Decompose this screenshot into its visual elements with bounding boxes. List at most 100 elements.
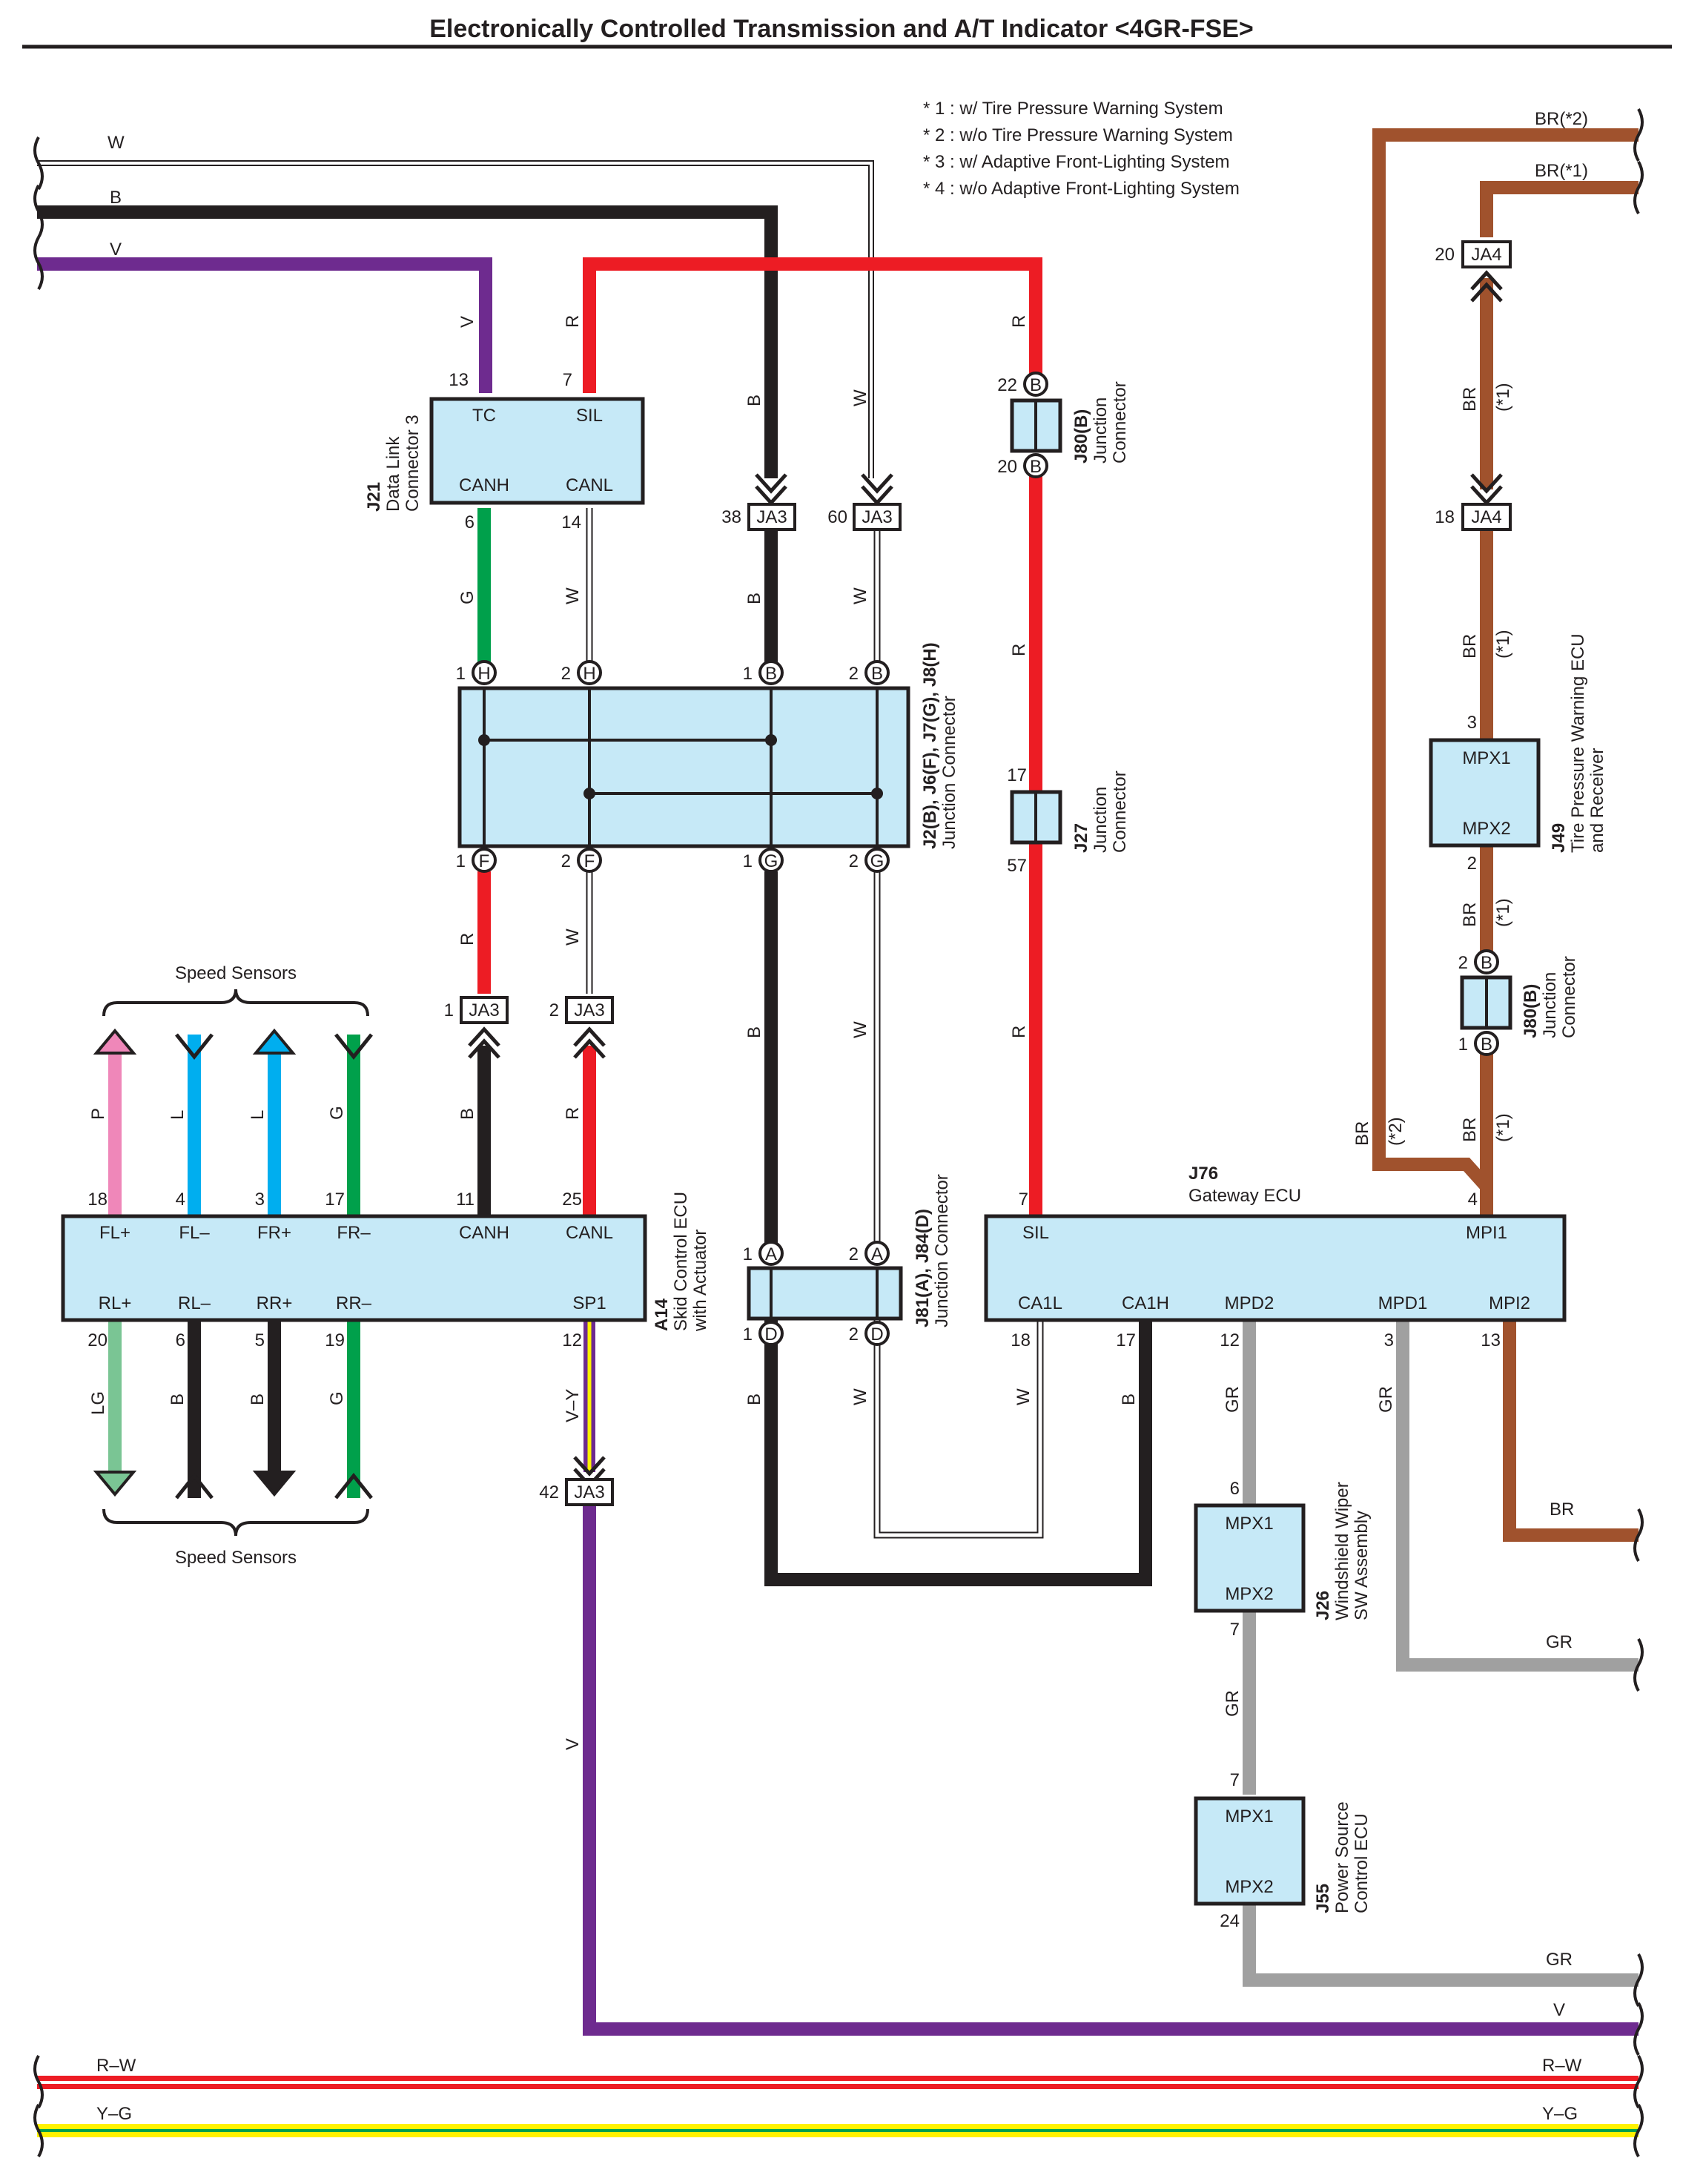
j76-pin-ca1h: CA1H bbox=[1122, 1293, 1169, 1313]
pin-num: 6 bbox=[465, 512, 475, 532]
jc-name: Junction Connector bbox=[939, 696, 959, 849]
pin-num: 20 bbox=[997, 457, 1017, 477]
pin-num: 6 bbox=[176, 1330, 185, 1350]
j80b-id: J80(B) bbox=[1521, 984, 1541, 1038]
pin-num: 17 bbox=[325, 1190, 345, 1210]
pin-num: 11 bbox=[456, 1190, 475, 1210]
pin-num: 2 bbox=[561, 851, 571, 871]
pin-num: 3 bbox=[255, 1190, 265, 1210]
a14-pin-canh: CANH bbox=[459, 1223, 509, 1243]
j21-id: J21 bbox=[364, 482, 384, 512]
jc-id: J2(B), J6(F), J7(G), J8(H) bbox=[920, 642, 940, 849]
label-br-mpi2: BR bbox=[1550, 1500, 1574, 1520]
pin-num: 38 bbox=[721, 507, 741, 527]
ja3-1-2: JA3 1 JA3 2 bbox=[444, 996, 614, 1059]
component-j80-bottom: B B 2 1 J80(B) Junction Connector bbox=[1458, 949, 1579, 1056]
pin-sil: SIL bbox=[576, 406, 603, 426]
component-j80-top: B B 22 20 J80(B) Junction Connector bbox=[997, 372, 1130, 478]
j49-name2: and Receiver bbox=[1587, 748, 1607, 853]
vlabel-v-bottom: V bbox=[563, 1738, 583, 1750]
j27-name1: Junction bbox=[1091, 787, 1111, 853]
pin-num: 1 bbox=[444, 1000, 454, 1020]
pin-num: 18 bbox=[1435, 507, 1455, 527]
pin-canh: CANH bbox=[459, 475, 509, 495]
j26-pin1: MPX1 bbox=[1225, 1514, 1273, 1534]
j27-name2: Connector bbox=[1110, 771, 1130, 853]
pin-num: 1 bbox=[743, 664, 753, 684]
note-3: * 3 : w/ Adaptive Front-Lighting System bbox=[923, 152, 1230, 172]
wire-b-top bbox=[37, 205, 778, 478]
wire-gr-mpd1 bbox=[1396, 1320, 1639, 1672]
label-b-top: B bbox=[110, 188, 122, 208]
pin-letter: D bbox=[764, 1324, 777, 1345]
j76-pin-mpd1: MPD1 bbox=[1378, 1293, 1428, 1313]
label-gr-mpd1: GR bbox=[1546, 1632, 1573, 1652]
component-j81: A A D D 1 2 1 2 J81(A), J84(D) Junction … bbox=[743, 1174, 952, 1346]
pin-num: 2 bbox=[849, 1244, 859, 1264]
pin-num: 14 bbox=[561, 512, 581, 532]
a14-pin-rr-plus: RR+ bbox=[257, 1293, 293, 1313]
vlabel-n2: (*2) bbox=[1386, 1117, 1406, 1146]
vlabel-lg: LG bbox=[88, 1391, 108, 1415]
vlabel-br-j76: BR bbox=[1460, 1118, 1480, 1142]
component-j49: MPX1 MPX2 3 2 J49 Tire Pressure Warning … bbox=[1429, 633, 1607, 874]
vlabel-r-f: R bbox=[457, 933, 477, 946]
component-j76: J76 Gateway ECU SIL MPI1 CA1L CA1H MPD2 … bbox=[984, 1164, 1567, 1350]
j80b-name2: Connector bbox=[1559, 956, 1579, 1038]
pin-num: 2 bbox=[849, 664, 859, 684]
wire-br-mpi2 bbox=[1503, 1320, 1639, 1542]
pin-num: 42 bbox=[539, 1482, 559, 1502]
a14-pin-rl-plus: RL+ bbox=[99, 1293, 132, 1313]
pin-letter: B bbox=[871, 664, 883, 684]
pin-num: 60 bbox=[827, 507, 847, 527]
vlabel-r-j27: R bbox=[1009, 644, 1029, 656]
pin-num: 25 bbox=[562, 1190, 582, 1210]
a14-pin-fr-minus: FR– bbox=[337, 1223, 371, 1243]
label-v-top: V bbox=[110, 240, 122, 260]
pin-letter: A bbox=[871, 1244, 883, 1264]
j55-name1: Power Source bbox=[1332, 1801, 1352, 1913]
ja3-label: JA3 bbox=[469, 1000, 499, 1020]
vlabel-l-1: L bbox=[168, 1110, 188, 1120]
label-v-bottom: V bbox=[1553, 2000, 1565, 2020]
vlabel-b-top: B bbox=[744, 395, 764, 406]
vlabel-r-a14: R bbox=[563, 1107, 583, 1120]
pin-num: 2 bbox=[549, 1000, 559, 1020]
a14-pin-canl: CANL bbox=[566, 1223, 613, 1243]
wire-v-bottom bbox=[583, 1505, 1639, 2036]
pin-num: 1 bbox=[743, 1244, 753, 1264]
pin-letter: B bbox=[1030, 457, 1042, 477]
vlabel-n1-j49: (*1) bbox=[1493, 630, 1513, 659]
pin-letter: F bbox=[584, 851, 595, 871]
vlabel-b-a14: B bbox=[457, 1108, 477, 1120]
j55-pin1: MPX1 bbox=[1225, 1807, 1273, 1827]
j26-pin2: MPX2 bbox=[1225, 1584, 1273, 1604]
pin-num: 7 bbox=[563, 370, 572, 390]
ja3-label: JA3 bbox=[574, 1000, 604, 1020]
wire-br-2 bbox=[1372, 128, 1639, 1192]
j76-id: J76 bbox=[1188, 1164, 1218, 1184]
vlabel-w-f: W bbox=[563, 928, 583, 946]
pin-num: 3 bbox=[1467, 713, 1477, 733]
pin-num: 13 bbox=[449, 370, 469, 390]
vlabel-r-j21: R bbox=[563, 315, 583, 328]
label-w-top: W bbox=[108, 133, 125, 153]
j76-pin-mpi2: MPI2 bbox=[1489, 1293, 1530, 1313]
j76-pin-mpd2: MPD2 bbox=[1225, 1293, 1274, 1313]
wire-r-top bbox=[583, 257, 1042, 393]
vlabel-n1-ja4: (*1) bbox=[1493, 383, 1513, 412]
notes: * 1 : w/ Tire Pressure Warning System * … bbox=[923, 99, 1240, 199]
j55-id: J55 bbox=[1313, 1884, 1333, 1913]
pin-num: 13 bbox=[1481, 1330, 1501, 1350]
ja3-label: JA3 bbox=[574, 1482, 604, 1502]
j76-pin-sil: SIL bbox=[1022, 1223, 1049, 1243]
label-br-2: BR(*2) bbox=[1535, 109, 1588, 129]
vlabel-r-j76: R bbox=[1009, 1026, 1029, 1038]
vlabel-br-j49: BR bbox=[1460, 634, 1480, 659]
pin-num: 4 bbox=[176, 1190, 185, 1210]
vlabel-w-g: W bbox=[850, 1021, 870, 1038]
pin-tc: TC bbox=[472, 406, 496, 426]
j81-id: J81(A), J84(D) bbox=[913, 1209, 933, 1327]
pin-letter: A bbox=[765, 1244, 777, 1264]
a14-id: A14 bbox=[652, 1298, 672, 1331]
